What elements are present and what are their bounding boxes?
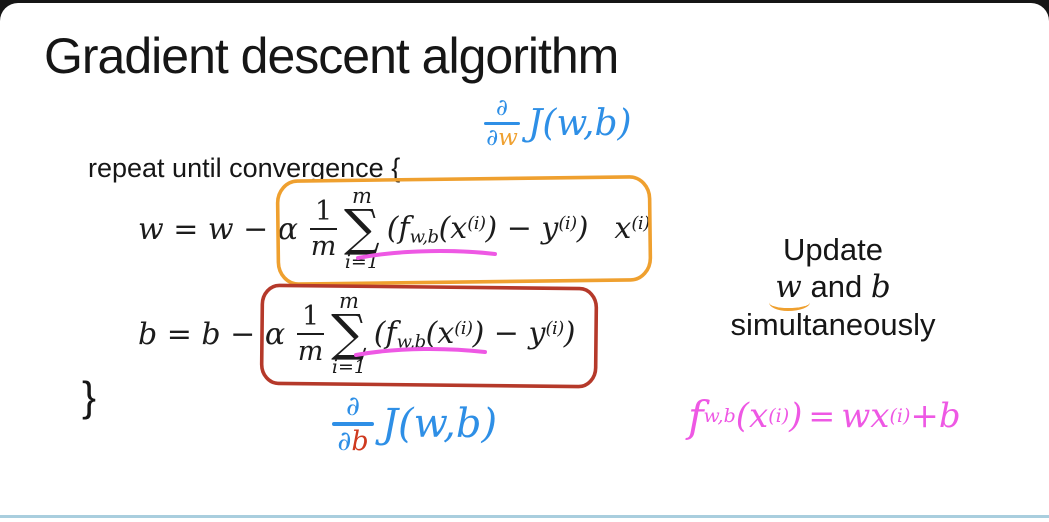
- superscript-i: (i): [545, 317, 564, 339]
- derivative-w-denominator: ∂w: [486, 127, 518, 150]
- partial-symbol: ∂: [496, 95, 508, 121]
- fraction-bar: [332, 422, 374, 426]
- function-f: f: [688, 391, 704, 441]
- sigma-symbol: ∑: [331, 304, 367, 363]
- variable-x: x: [614, 210, 632, 246]
- variable-b: b: [870, 269, 891, 305]
- b-assignment: b = b − α: [138, 316, 286, 352]
- f-subscript: w,b: [396, 331, 427, 353]
- summation: m ∑ i=1: [331, 291, 367, 377]
- summation-lower-limit: i=1: [344, 250, 379, 273]
- w-assignment: w = w − α: [138, 211, 299, 247]
- fraction-bar: [484, 122, 520, 125]
- superscript-i: (i): [454, 317, 473, 339]
- superscript-i: (i): [467, 212, 486, 234]
- simultaneous-update-note: Update w and b simultaneously: [702, 231, 964, 343]
- term-argument: (x: [425, 315, 455, 351]
- variable-w: w: [769, 269, 810, 311]
- fraction-bar: [297, 332, 325, 336]
- update-rule-b: b = b − α 1 m m ∑ i=1 (fw,b(x(i)) − y(i)…: [138, 281, 575, 387]
- fraction-numerator: 1: [302, 300, 320, 332]
- superscript-i: (i): [558, 212, 577, 234]
- summand-expression: (fw,b(x(i)) − y(i))x(i): [387, 211, 650, 248]
- bottom-progress-line: [0, 515, 1049, 518]
- derivative-w-fraction: ∂ ∂w: [484, 97, 520, 150]
- close-paren: ): [789, 396, 803, 436]
- f-subscript: w,b: [703, 405, 736, 427]
- superscript-i: (i): [889, 405, 911, 427]
- summation-lower-limit: i=1: [331, 355, 366, 378]
- one-over-m-fraction: 1 m: [297, 300, 325, 368]
- term-middle: ) − y: [485, 210, 559, 246]
- wx-term: wx: [841, 396, 890, 436]
- term-open: (f: [386, 210, 410, 246]
- derivative-w-annotation: ∂ ∂w J(w,b): [484, 97, 632, 150]
- fraction-numerator: 1: [314, 195, 333, 227]
- term-argument: (x: [438, 210, 468, 246]
- superscript-i: (i): [768, 405, 790, 427]
- summation: m ∑ i=1: [344, 186, 380, 272]
- term-open: (f: [373, 315, 397, 351]
- closing-brace: }: [82, 373, 97, 420]
- partial-symbol: ∂: [337, 425, 352, 457]
- variable-b: b: [351, 425, 369, 457]
- f-subscript: w,b: [409, 226, 440, 248]
- equals-sign: =: [808, 397, 836, 435]
- sigma-symbol: ∑: [344, 199, 380, 258]
- partial-symbol: ∂: [486, 125, 499, 151]
- fraction-denominator: m: [297, 336, 324, 368]
- one-over-m-fraction: 1 m: [310, 195, 338, 263]
- term-middle: ) − y: [472, 315, 546, 351]
- and-text: and: [810, 269, 863, 304]
- x-multiplier: x(i): [614, 210, 650, 246]
- cost-function-label: J(w,b): [528, 103, 632, 144]
- derivative-b-fraction: ∂ ∂b: [332, 393, 374, 455]
- summand-expression: (fw,b(x(i)) − y(i)): [374, 316, 576, 353]
- derivative-b-annotation: ∂ ∂b J(w,b): [332, 393, 497, 455]
- cost-function-label: J(w,b): [382, 400, 498, 447]
- slide-title: Gradient descent algorithm: [44, 28, 619, 84]
- note-line-1: Update: [783, 232, 883, 267]
- plus-b-term: +b: [910, 396, 961, 436]
- term-close: ): [563, 315, 576, 351]
- note-line-3: simultaneously: [730, 307, 936, 342]
- lecture-slide: Gradient descent algorithm ∂ ∂w J(w,b) r…: [0, 3, 1049, 522]
- fraction-denominator: m: [310, 231, 337, 263]
- partial-symbol: ∂: [346, 391, 360, 422]
- argument-x: (x: [735, 396, 769, 436]
- variable-w: w: [498, 125, 518, 151]
- term-close: ): [576, 210, 589, 246]
- fraction-bar: [310, 227, 338, 231]
- update-rule-w: w = w − α 1 m m ∑ i=1 (fw,b(x(i)) − y(i)…: [138, 173, 650, 285]
- superscript-i: (i): [631, 212, 650, 234]
- note-line-2: w and b: [702, 268, 964, 311]
- derivative-b-denominator: ∂b: [337, 428, 368, 455]
